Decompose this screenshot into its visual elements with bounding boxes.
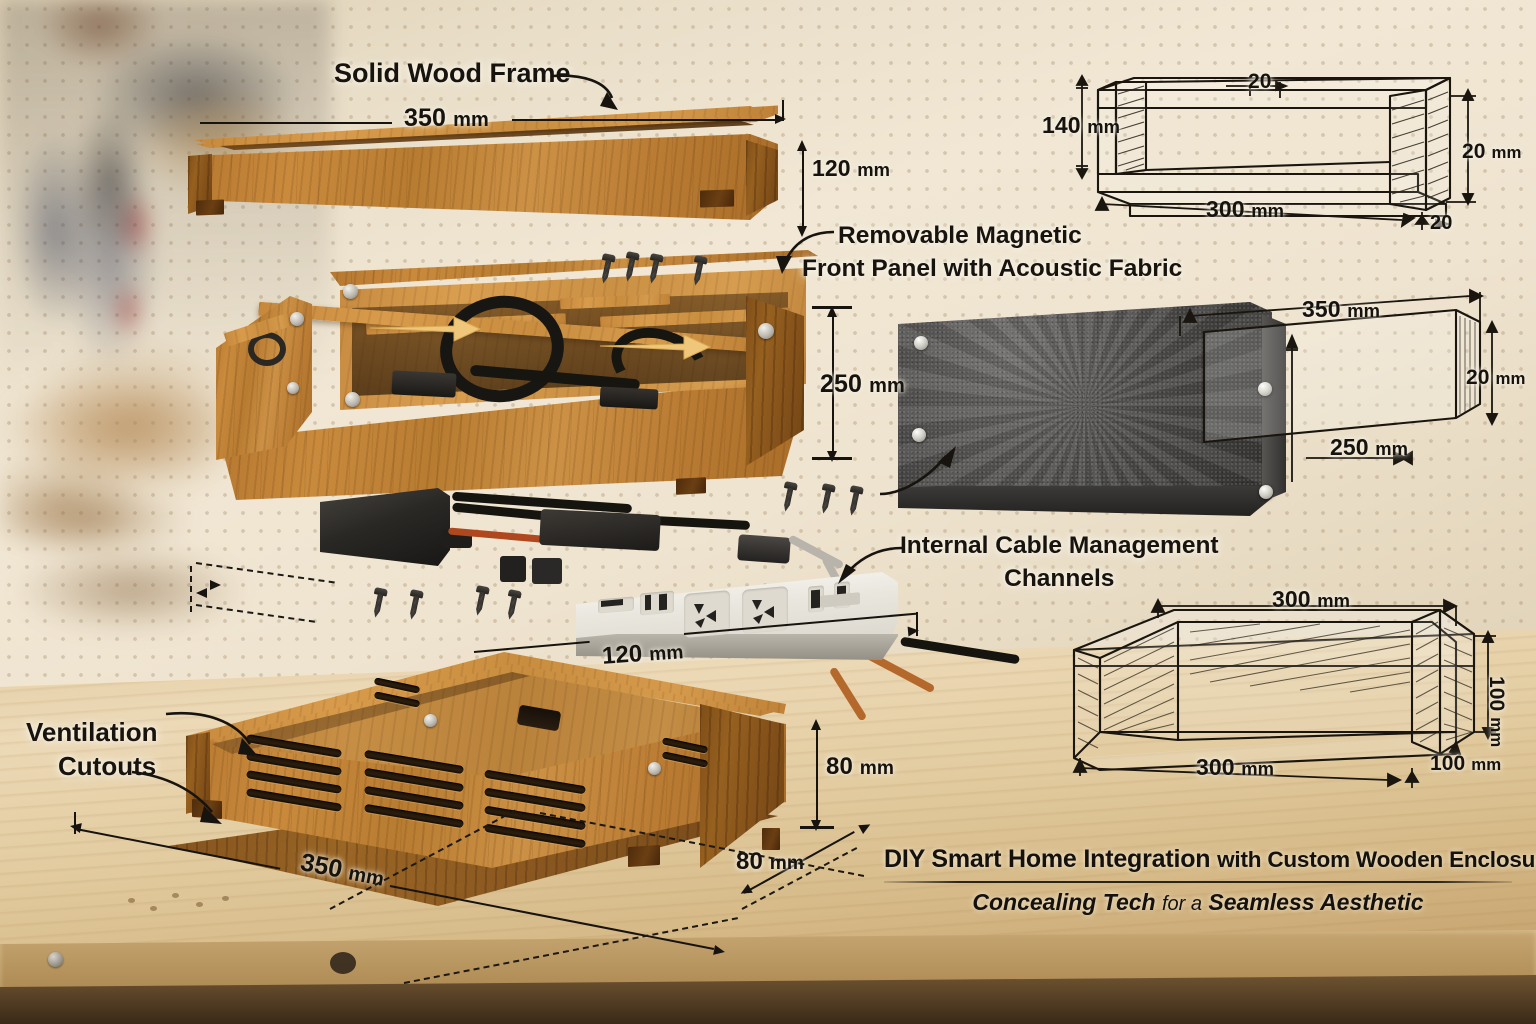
- dimension-label: 120 mm: [812, 155, 891, 181]
- drawing1-label-140: 140 mm: [1042, 112, 1121, 138]
- adapter-brick: [320, 488, 450, 566]
- magnet-stud-icon: [1258, 382, 1272, 396]
- drawing2-label-350: 350 mm: [1302, 296, 1381, 322]
- screwhead-icon: [648, 762, 661, 775]
- drawing3-label-300-top: 300 mm: [1272, 586, 1351, 612]
- drawing-top-frame-profile: [1030, 52, 1530, 272]
- leader-arrow-cable-management: [838, 546, 903, 584]
- drawing1-label-20-top: 20: [1248, 70, 1272, 93]
- title-main: DIY Smart Home Integration with Custom W…: [884, 845, 1536, 873]
- callout-internal-cable-management: Internal Cable Management Channels: [900, 532, 1219, 592]
- bench-hole: [128, 898, 135, 903]
- drawing3-label-100-depth: 100 mm: [1430, 752, 1502, 775]
- callout-solid-wood-frame: Solid Wood Frame: [334, 58, 571, 88]
- screwhead-icon: [345, 392, 360, 407]
- usb-slot: [811, 589, 820, 609]
- socket-prongs-icon: [694, 604, 716, 628]
- title-divider: [884, 881, 1512, 883]
- base-dovetail-end: [762, 828, 780, 850]
- cable-clip-2: [532, 558, 562, 584]
- callout-removable-magnetic-front-panel: Removable Magnetic Front Panel with Acou…: [802, 222, 1183, 282]
- leader-arrow-vent-bottom: [131, 770, 222, 824]
- socket-pin: [645, 594, 651, 611]
- drawing3-label-100-right: 100 mm: [1485, 676, 1508, 748]
- drawing1-label-20-right: 20 mm: [1462, 140, 1522, 163]
- base-dovetail-right: [628, 844, 660, 868]
- airflow-arrow-right: [599, 334, 712, 360]
- iec-plug: [737, 534, 791, 564]
- carcass-dovetail: [676, 477, 706, 495]
- drawing-base-tray: [1060, 582, 1510, 802]
- front-panel-face: [898, 302, 1272, 510]
- leader-arrow-solid-wood-frame: [551, 74, 618, 110]
- drawing3-label-300-bottom: 300 mm: [1196, 754, 1275, 780]
- drawing2-label-250: 250 mm: [1330, 434, 1409, 460]
- grommet-hole: [248, 332, 286, 366]
- bench-hole: [150, 906, 157, 911]
- screwhead-icon: [758, 323, 774, 339]
- dimension-label: 80 mm: [826, 753, 895, 780]
- screwhead-icon: [424, 714, 437, 727]
- dimension-label: 350 mm: [404, 104, 489, 132]
- dimension-label: 120 mm: [601, 640, 685, 670]
- title-block: DIY Smart Home Integration with Custom W…: [884, 845, 1536, 916]
- airflow-arrow-left: [369, 316, 482, 342]
- acoustic-fabric-texture: [898, 302, 1272, 510]
- screwhead-icon: [287, 382, 299, 394]
- magnet-stud-icon: [1259, 485, 1273, 499]
- dimension-label: 250 mm: [820, 370, 905, 398]
- dimension-label: 80 mm: [736, 848, 805, 875]
- cable-connector-2: [599, 386, 659, 410]
- leader-arrow-front-panel-bottom: [879, 446, 956, 496]
- leader-arrow-vent-top: [165, 711, 258, 756]
- socket-prongs-icon: [752, 600, 774, 624]
- leader-arrow-front-panel-top: [776, 230, 835, 274]
- frame-dovetail-left: [196, 199, 224, 216]
- screwhead-icon: [343, 284, 358, 299]
- drawing1-label-300: 300 mm: [1206, 196, 1285, 222]
- drawing1-label-20-bottom: 20: [1430, 212, 1453, 234]
- cable-connector-1: [391, 370, 457, 398]
- bench-hole: [222, 896, 229, 901]
- callout-ventilation-cutouts: Ventilation Cutouts: [26, 717, 158, 781]
- screwhead-icon: [290, 312, 304, 326]
- inline-connector-box: [539, 508, 661, 552]
- magnet-stud-icon: [912, 428, 926, 442]
- bench-dog-hole: [330, 952, 356, 974]
- cable-clip-1: [500, 556, 526, 582]
- bench-hole: [196, 902, 203, 907]
- socket-pin: [659, 593, 667, 611]
- drawing2-label-20: 20 mm: [1466, 366, 1526, 389]
- title-subtitle: Concealing Tech for a Seamless Aesthetic: [972, 888, 1424, 915]
- drawing-front-panel-profile: [1179, 288, 1520, 482]
- front-panel-edge: [1262, 314, 1286, 502]
- bench-hole: [172, 893, 179, 898]
- power-strip-edge: [576, 634, 898, 660]
- bench-screw-icon: [48, 952, 63, 967]
- magnet-stud-icon: [914, 336, 928, 350]
- frame-dovetail-right: [700, 189, 734, 208]
